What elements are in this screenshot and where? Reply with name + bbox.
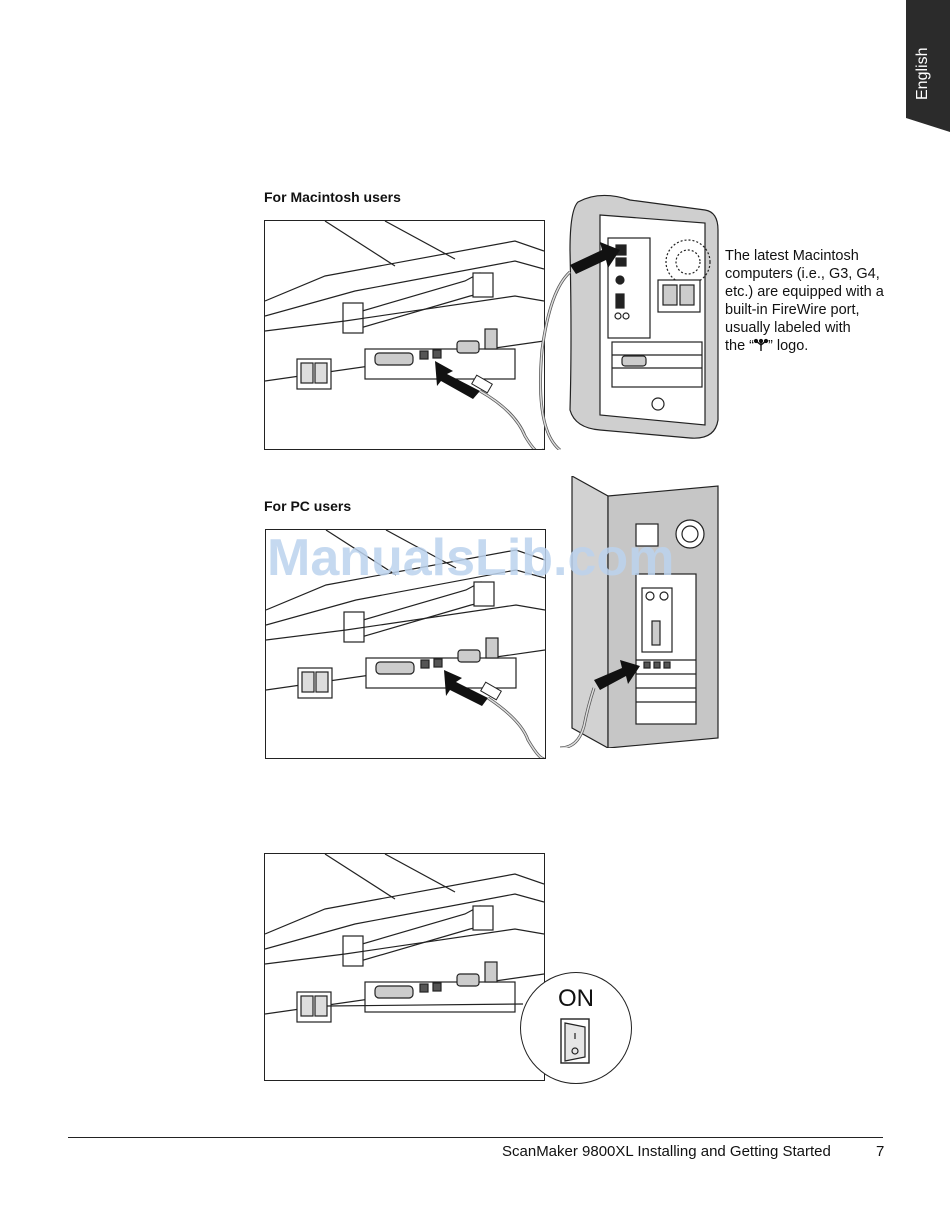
note-suffix: ” logo. bbox=[768, 338, 808, 354]
note-text: The latest Macintosh computers (i.e., G3… bbox=[725, 247, 895, 337]
firewire-note: The latest Macintosh computers (i.e., G3… bbox=[725, 247, 895, 355]
language-label: English bbox=[914, 48, 932, 100]
note-prefix: the “ bbox=[725, 338, 754, 354]
power-scanner-illustration-frame bbox=[264, 853, 545, 1081]
mac-g4-tower-illustration bbox=[530, 190, 720, 450]
power-switch-callout: ON bbox=[520, 972, 632, 1084]
language-tab: English bbox=[906, 0, 950, 132]
watermark: ManualsLib.com bbox=[267, 528, 674, 588]
pc-heading: For PC users bbox=[264, 498, 351, 514]
note-logo-line: the “ ” logo. bbox=[725, 337, 895, 355]
scanner-rear-illustration bbox=[265, 854, 544, 1080]
pc-tower-illustration bbox=[540, 476, 720, 748]
page-number: 7 bbox=[876, 1143, 884, 1160]
mac-heading: For Macintosh users bbox=[264, 189, 401, 205]
switch-label: ON bbox=[521, 985, 631, 1013]
footer-rule bbox=[68, 1137, 883, 1138]
scanner-rear-illustration bbox=[265, 221, 544, 449]
firewire-icon bbox=[754, 338, 768, 352]
mac-scanner-illustration-frame bbox=[264, 220, 545, 450]
power-switch-icon bbox=[559, 1017, 593, 1067]
footer-title: ScanMaker 9800XL Installing and Getting … bbox=[502, 1143, 831, 1160]
